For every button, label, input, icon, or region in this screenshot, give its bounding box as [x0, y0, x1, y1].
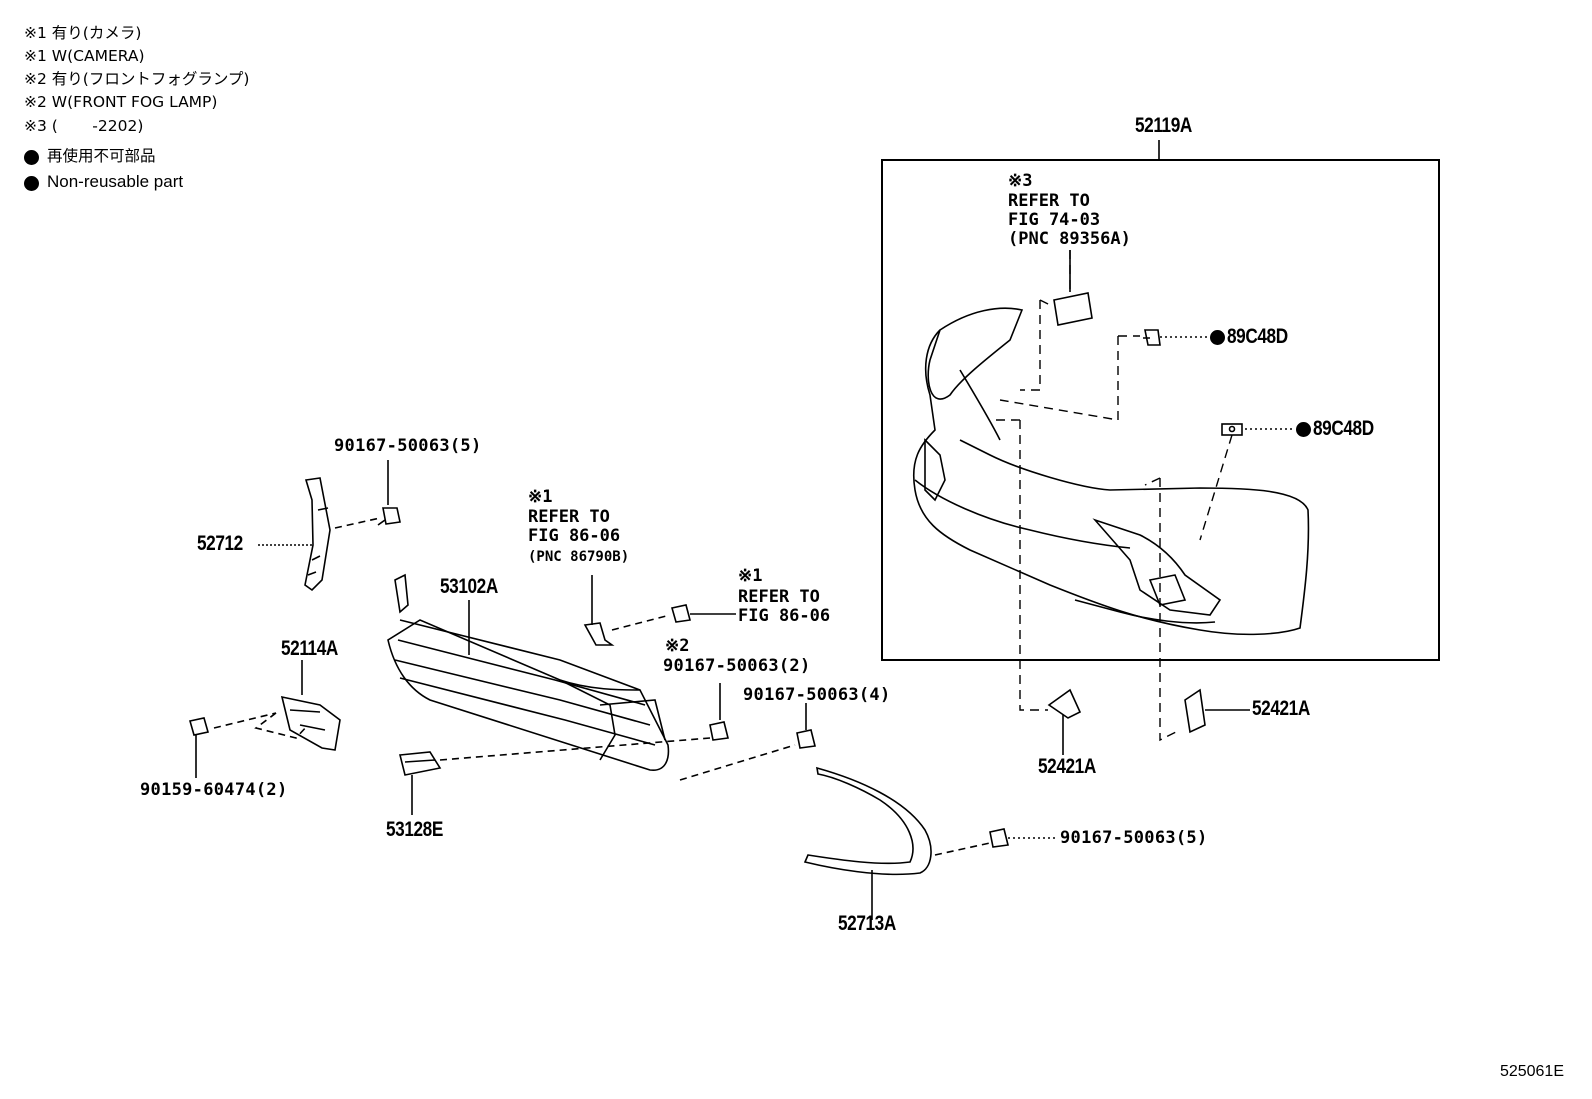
part-90167-50063-label: 90167-50063(4): [743, 685, 891, 705]
clip-90167-mid2: [709, 721, 729, 741]
legend-non-reusable-en: Non-reusable part: [47, 172, 184, 191]
legend-camera-en: ※1 W(CAMERA): [24, 47, 145, 65]
bumper-fog-lamp-housing: [1092, 518, 1222, 616]
seal-dash-2: [1159, 478, 1181, 742]
note-1a-pnc: (PNC 86790B): [528, 549, 630, 565]
note-3-mark: ※3: [1008, 171, 1033, 191]
molding-52713A: [803, 766, 932, 876]
bumper-lower-lip: [1074, 599, 1216, 624]
legend-foglamp-jp: ※2 有り(フロントフォグランプ): [24, 70, 250, 88]
bumper-left-vent: [924, 438, 946, 502]
clip-89C48D-a: [1143, 329, 1161, 346]
legend-non-reusable-jp: 再使用不可部品: [47, 147, 156, 165]
note-1b-mark: ※1: [738, 566, 763, 586]
part-52114A-label: 52114A: [281, 637, 338, 660]
bumper-fog-lamp-opening: [1148, 574, 1187, 606]
note-1b-fig: FIG 86-06: [738, 606, 831, 626]
part-52712-label: 52712: [197, 532, 243, 555]
note-1a-fig: FIG 86-06: [528, 526, 621, 546]
dash-53128E: [439, 737, 711, 761]
part-90167-50063-label: 90167-50063(2): [663, 656, 811, 676]
note-3-refer: REFER TO: [1008, 191, 1090, 211]
seal-52421A-b: [1184, 688, 1206, 734]
legend-foglamp-en: ※2 W(FRONT FOG LAMP): [24, 93, 218, 111]
camera-clip: [583, 622, 615, 646]
clip-dash-1: [999, 336, 1119, 421]
grille-right-end: [559, 679, 666, 761]
note-3-fig: FIG 74-03: [1008, 210, 1101, 230]
bumper-cover-outline: [912, 329, 1310, 636]
bumper-inner-line: [959, 369, 1001, 441]
note-1b-refer: REFER TO: [738, 587, 820, 607]
part-89C48D-label: 89C48D: [1313, 417, 1374, 440]
non-reusable-bullet-icon: [24, 150, 39, 165]
part-90167-50063-label: 90167-50063(5): [1060, 828, 1208, 848]
grille-bars: [394, 619, 656, 746]
seal-52421A-a: [1047, 688, 1082, 719]
note-1a-refer: REFER TO: [528, 507, 610, 527]
non-reusable-dot-icon: [1210, 330, 1225, 345]
dash-52712-clip: [334, 517, 381, 529]
part-53102A-label: 53102A: [440, 575, 498, 598]
illustration-number: 525061E: [1499, 1063, 1564, 1080]
note-2-mark: ※2: [665, 636, 690, 656]
grille-53102A-outer: [387, 619, 670, 771]
part-52421A-label: 52421A: [1252, 697, 1310, 720]
bumper-upper-corner: [927, 307, 1024, 400]
clip-53128E: [398, 751, 442, 776]
clip-90167-top: [377, 507, 401, 526]
bracket-52114A: [280, 695, 341, 751]
part-52119A-label: 52119A: [1135, 114, 1192, 137]
seal-dash-1: [1019, 420, 1048, 711]
note-1a-mark: ※1: [528, 487, 553, 507]
camera-cover: [1053, 292, 1093, 326]
legend-date-range: ※3 ( -2202): [24, 117, 144, 135]
non-reusable-bullet-icon: [24, 176, 39, 191]
clip-89C48D-b: [1221, 423, 1243, 436]
clip-90167-mid4: [796, 729, 816, 749]
part-52421A-label: 52421A: [1038, 755, 1096, 778]
camera-dash-1: [1020, 300, 1041, 391]
screw-90159: [188, 717, 210, 736]
note-3-pnc: (PNC 89356A): [1008, 229, 1131, 249]
clip-90167-bot: [989, 828, 1009, 848]
non-reusable-dot-icon: [1296, 422, 1311, 437]
part-52713A-label: 52713A: [838, 912, 896, 935]
part-90167-50063-label: 90167-50063(5): [334, 436, 482, 456]
clip-dash-2: [1199, 434, 1233, 541]
grille-left-end: [394, 573, 409, 614]
bracket-52712: [304, 477, 331, 592]
legend-camera-jp: ※1 有り(カメラ): [24, 24, 142, 42]
part-53128E-label: 53128E: [386, 818, 443, 841]
bumper-crease-line: [914, 479, 1131, 549]
part-90159-60474-label: 90159-60474(2): [140, 780, 288, 800]
camera-clip-nut: [670, 604, 692, 623]
dash-90159: [213, 712, 277, 729]
part-89C48D-label: 89C48D: [1227, 325, 1288, 348]
